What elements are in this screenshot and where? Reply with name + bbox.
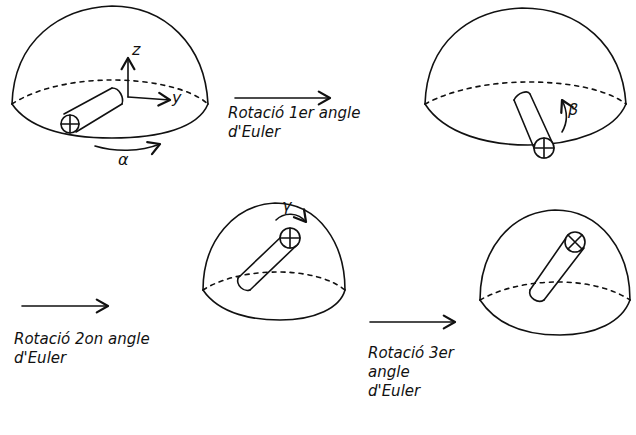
hemisphere	[425, 8, 626, 145]
axis-label: y	[172, 88, 192, 108]
step-note: Rotació 1er angle d'Euler	[228, 104, 378, 142]
hemisphere	[480, 210, 630, 335]
step-arrow	[370, 321, 455, 323]
step-arrow	[22, 305, 108, 307]
angle-label: α	[118, 150, 138, 170]
rotation-arrow	[95, 144, 160, 150]
angle-label: γ	[282, 196, 302, 216]
angle-label: β	[568, 100, 588, 120]
axes	[128, 58, 170, 100]
hemisphere	[12, 6, 208, 138]
cylinder	[61, 88, 123, 133]
rotation-arrow	[562, 100, 567, 132]
axis-label: z	[132, 40, 152, 60]
step-note: Rotació 2on angle d'Euler	[14, 330, 164, 368]
cylinder	[514, 92, 554, 158]
cylinder	[530, 232, 585, 301]
step-note: Rotació 3er angle d'Euler	[368, 344, 460, 400]
step-arrow	[235, 97, 330, 99]
cylinder	[238, 228, 300, 290]
rotation-arrow	[276, 214, 306, 222]
hemisphere	[203, 203, 345, 320]
